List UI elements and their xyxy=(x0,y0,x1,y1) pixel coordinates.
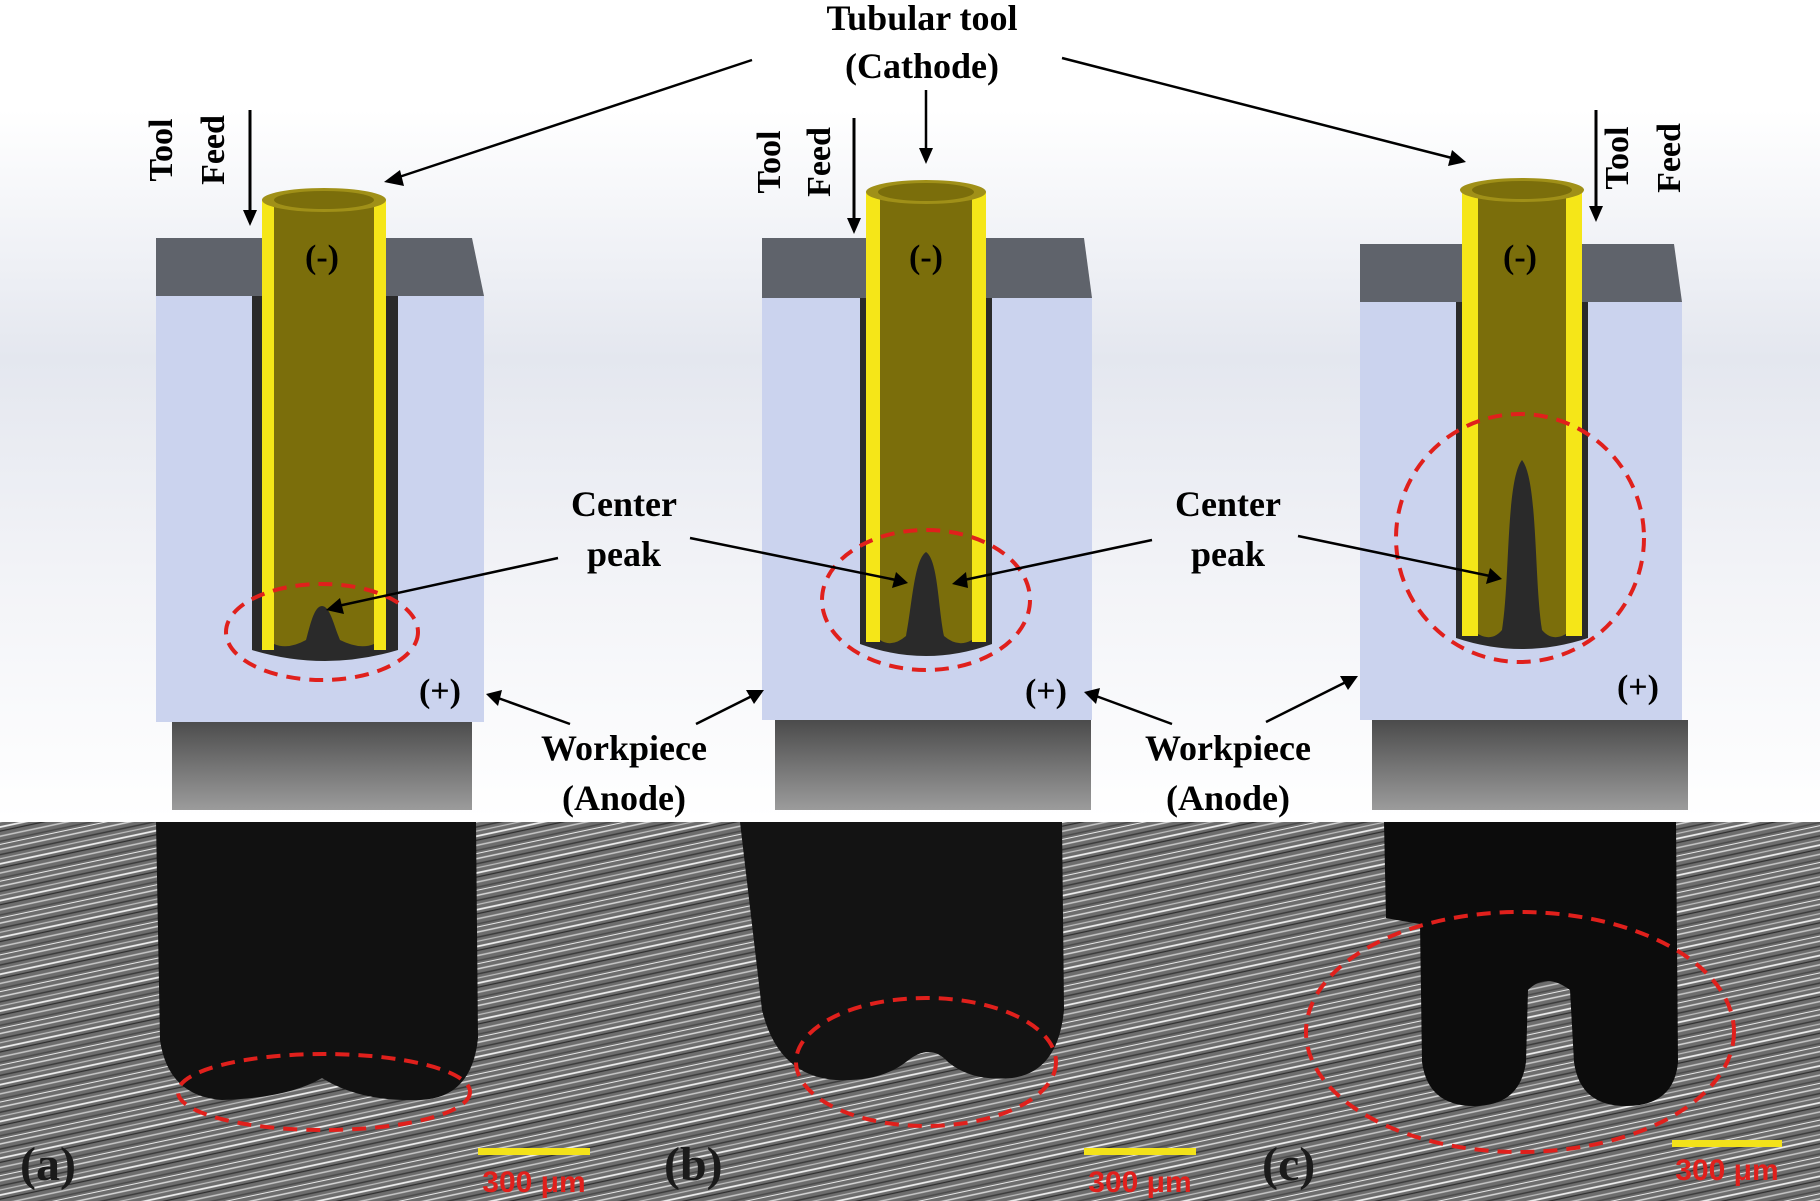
anode-plus-label: (+) xyxy=(419,673,461,710)
tool-top-bore xyxy=(878,183,974,201)
micrograph-c: (c) 300 μm xyxy=(1220,822,1820,1201)
tool-feed-line1: Tool xyxy=(143,118,180,181)
tool-feed-b: Tool Feed xyxy=(751,118,861,234)
callout-arrow-right xyxy=(1061,56,1453,160)
tool-wall-right xyxy=(972,192,986,642)
callout-arrowhead-right xyxy=(1448,150,1466,166)
tool-wall-left xyxy=(1462,190,1478,636)
tool-feed-line2: Feed xyxy=(801,127,838,197)
anode-plus-label: (+) xyxy=(1617,669,1659,706)
tool-body xyxy=(274,200,374,647)
scale-label: 300 μm xyxy=(482,1166,585,1199)
dashed-circle-b xyxy=(794,996,1058,1128)
callout-arrow-to-c xyxy=(1265,680,1347,724)
workpiece-label-line2: (Anode) xyxy=(1166,778,1290,818)
workpiece-label-line1: Workpiece xyxy=(1145,728,1311,768)
workpiece-shadow xyxy=(172,720,472,810)
center-peak-label-line2: peak xyxy=(587,534,661,574)
machined-hole-dark xyxy=(1384,822,1678,1106)
callout-arrow-to-b xyxy=(695,694,753,726)
callout-arrow-to-b xyxy=(689,536,897,582)
workpiece-label-line2: (Anode) xyxy=(562,778,686,818)
callout-arrowhead-center xyxy=(919,148,933,164)
dashed-circle-c xyxy=(1394,412,1646,664)
schematic-c: (-) (+) xyxy=(1360,178,1688,810)
callout-arrowhead-to-a xyxy=(326,598,344,614)
panel-letter-a: (a) xyxy=(20,1138,76,1191)
tool-feed-line2: Feed xyxy=(195,115,232,185)
tubular-tool-label-line1: Tubular tool xyxy=(826,0,1017,38)
micrograph-b: (b) 300 μm xyxy=(620,822,1220,1201)
tool-top-bore xyxy=(274,191,374,209)
scale-bar xyxy=(478,1148,590,1155)
callout-arrowhead-to-c xyxy=(1486,568,1502,584)
tool-feed-a: Tool Feed xyxy=(143,110,257,226)
tool-feed-line1: Tool xyxy=(751,130,788,193)
tool-top-bore xyxy=(1472,181,1572,199)
workpiece-shadow xyxy=(775,720,1091,810)
panel-letter-b: (b) xyxy=(664,1138,723,1191)
micrograph-a: (a) 300 μm xyxy=(0,822,620,1201)
tool-feed-line2: Feed xyxy=(1651,123,1688,193)
tool-body xyxy=(880,192,972,644)
scale-bar xyxy=(1084,1148,1196,1155)
center-peak-label-line1: Center xyxy=(571,484,677,524)
workpiece-shadow xyxy=(1372,720,1688,810)
dashed-circle-a xyxy=(224,582,420,682)
center-peak-label-line1: Center xyxy=(1175,484,1281,524)
callout-arrowhead-to-b xyxy=(952,572,968,588)
cathode-minus-label: (-) xyxy=(1503,239,1537,276)
callout-arrowhead-to-a xyxy=(486,690,502,706)
workpiece-label-line1: Workpiece xyxy=(541,728,707,768)
feed-arrow-head xyxy=(243,210,257,226)
callout-arrow-to-b xyxy=(963,538,1153,582)
callout-arrow-left xyxy=(395,58,753,180)
feed-arrow-head xyxy=(1589,206,1603,222)
dashed-circle-b xyxy=(820,528,1032,672)
panel-letter-c: (c) xyxy=(1262,1138,1315,1191)
micrograph-strip: (a) 300 μm (b) 300 μm (c) 300 μm xyxy=(0,822,1820,1201)
tool-feed-c: Tool Feed xyxy=(1589,110,1688,222)
schematic-a: (-) (+) xyxy=(156,188,484,810)
workpiece-callout-right: Workpiece (Anode) xyxy=(1084,676,1358,818)
dashed-circle-c xyxy=(1304,910,1736,1154)
callout-arrow-to-a xyxy=(497,696,571,726)
cathode-minus-label: (-) xyxy=(909,239,943,276)
callout-arrowhead-to-b xyxy=(1084,688,1100,704)
callout-arrowhead-to-b xyxy=(892,572,908,588)
center-peak-callout-left: Center peak xyxy=(326,484,908,614)
scale-label: 300 μm xyxy=(1675,1154,1778,1187)
workpiece-callout-left: Workpiece (Anode) xyxy=(486,690,764,818)
dashed-circle-a xyxy=(176,1052,472,1132)
tool-wall-right xyxy=(1566,190,1582,636)
tubular-tool-label-line2: (Cathode) xyxy=(845,46,999,86)
callout-arrow-to-c xyxy=(1297,534,1491,578)
machined-hole-dark xyxy=(740,822,1064,1081)
center-peak-label-line2: peak xyxy=(1191,534,1265,574)
scale-bar xyxy=(1672,1140,1782,1147)
tubular-tool-callout: Tubular tool (Cathode) xyxy=(384,0,1466,186)
machined-hole-dark xyxy=(156,822,478,1101)
tool-wall-left xyxy=(262,200,274,650)
callout-arrowhead-left xyxy=(384,170,404,186)
anode-plus-label: (+) xyxy=(1025,673,1067,710)
schematic-b: (-) (+) xyxy=(762,180,1092,810)
tool-wall-left xyxy=(866,192,880,642)
cathode-minus-label: (-) xyxy=(305,239,339,276)
feed-arrow-head xyxy=(847,218,861,234)
callout-arrow-to-a xyxy=(337,556,559,608)
center-peak-callout-right: Center peak xyxy=(952,484,1502,588)
callout-arrowhead-to-c xyxy=(1340,676,1358,690)
callout-arrowhead-to-b xyxy=(746,690,764,704)
callout-arrow-to-b xyxy=(1095,694,1173,726)
tool-wall-right xyxy=(374,200,386,650)
scale-label: 300 μm xyxy=(1088,1166,1191,1199)
tool-feed-line1: Tool xyxy=(1599,126,1636,189)
